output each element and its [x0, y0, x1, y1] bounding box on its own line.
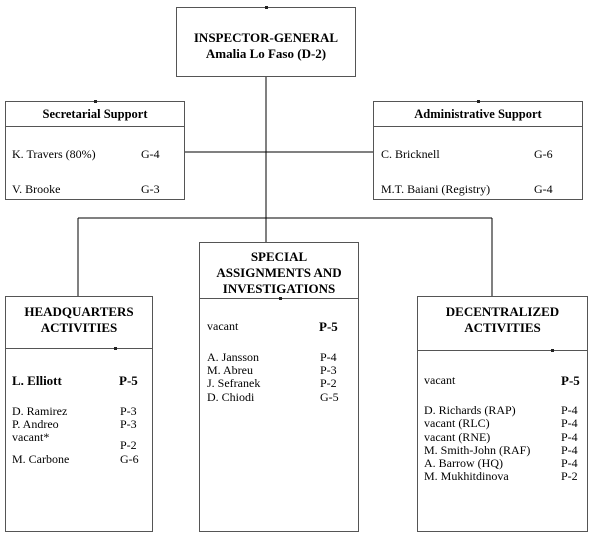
staff-grade: P-4: [320, 350, 337, 364]
headquarters-lead-name: L. Elliott: [12, 373, 62, 388]
staff-name: P. Andreo: [12, 417, 59, 431]
special-title-line3: INVESTIGATIONS: [222, 281, 336, 296]
inspector-general-title: INSPECTOR-GENERAL: [193, 30, 339, 45]
special-title-line2: ASSIGNMENTS AND: [216, 265, 342, 280]
staff-grade: P-3: [320, 363, 337, 377]
staff-name: A. Barrow (HQ): [424, 456, 503, 470]
staff-name: vacant (RNE): [424, 430, 491, 444]
staff-name: D. Ramirez: [12, 404, 68, 418]
headquarters-title-line1: HEADQUARTERS: [24, 304, 134, 319]
staff-name: C. Bricknell: [381, 147, 440, 161]
border-handle-mark: [114, 347, 117, 350]
staff-grade: P-3: [120, 404, 137, 418]
staff-grade: G-6: [534, 147, 553, 161]
decentralized-activities-header: DECENTRALIZED ACTIVITIES: [418, 297, 587, 351]
secretarial-support-box: Secretarial Support K. Travers (80%) G-4…: [5, 101, 185, 200]
special-title-line1: SPECIAL: [250, 249, 308, 264]
staff-name: D. Richards (RAP): [424, 403, 516, 417]
staff-name: J. Sefranek: [207, 376, 261, 390]
border-handle-mark: [94, 100, 97, 103]
staff-grade: G-5: [320, 390, 339, 404]
staff-grade: P-4: [561, 403, 578, 417]
special-assignments-header: SPECIAL ASSIGNMENTS AND INVESTIGATIONS: [200, 243, 358, 299]
staff-grade: P-2: [320, 376, 337, 390]
staff-grade: P-4: [561, 416, 578, 430]
border-handle-mark: [551, 349, 554, 352]
special-lead-name: vacant: [207, 319, 239, 333]
secretarial-support-header: Secretarial Support: [6, 102, 184, 127]
decentralized-activities-box: DECENTRALIZED ACTIVITIES vacant P-5 D. R…: [417, 296, 588, 532]
staff-name: M.T. Baiani (Registry): [381, 182, 491, 196]
staff-grade: P-4: [561, 430, 578, 444]
staff-name: M. Carbone: [12, 452, 70, 466]
staff-name: M. Abreu: [207, 363, 253, 377]
special-assignments-box: SPECIAL ASSIGNMENTS AND INVESTIGATIONS v…: [199, 242, 359, 532]
headquarters-activities-header: HEADQUARTERS ACTIVITIES: [6, 297, 152, 349]
border-handle-mark: [477, 100, 480, 103]
administrative-support-box: Administrative Support C. Bricknell G-6 …: [373, 101, 583, 200]
administrative-support-header: Administrative Support: [374, 102, 582, 127]
staff-name: A. Jansson: [207, 350, 260, 364]
staff-name: K. Travers (80%): [12, 147, 96, 161]
staff-name: M. Mukhitdinova: [424, 469, 509, 483]
staff-grade: P-3: [120, 417, 137, 431]
staff-grade: P-4: [561, 443, 578, 457]
decentralized-lead-name: vacant: [424, 373, 456, 387]
staff-grade: G-4: [534, 182, 553, 196]
border-handle-mark: [265, 6, 268, 9]
staff-name: vacant (RLC): [424, 416, 490, 430]
decentralized-title-line1: DECENTRALIZED: [445, 304, 560, 319]
staff-name: V. Brooke: [12, 182, 61, 196]
headquarters-title-line2: ACTIVITIES: [40, 320, 118, 335]
decentralized-title-line2: ACTIVITIES: [464, 320, 541, 335]
staff-name: M. Smith-John (RAF): [424, 443, 531, 457]
staff-grade: G-6: [120, 452, 139, 466]
staff-grade: G-4: [141, 147, 160, 161]
headquarters-lead-grade: P-5: [119, 373, 138, 388]
secretarial-support-title: Secretarial Support: [42, 107, 148, 121]
inspector-general-box: INSPECTOR-GENERAL Amalia Lo Faso (D-2): [176, 7, 356, 77]
staff-grade: P-2: [561, 469, 578, 483]
staff-grade: P-4: [561, 456, 578, 470]
special-lead-grade: P-5: [319, 319, 338, 334]
inspector-general-name: Amalia Lo Faso (D-2): [205, 46, 327, 61]
staff-name: vacant*: [12, 430, 50, 444]
staff-grade: G-3: [141, 182, 160, 196]
decentralized-lead-grade: P-5: [561, 373, 580, 388]
headquarters-activities-box: HEADQUARTERS ACTIVITIES L. Elliott P-5 D…: [5, 296, 153, 532]
border-handle-mark: [279, 297, 282, 300]
staff-name: D. Chiodi: [207, 390, 255, 404]
administrative-support-title: Administrative Support: [414, 107, 542, 121]
staff-grade: P-2: [120, 438, 137, 452]
